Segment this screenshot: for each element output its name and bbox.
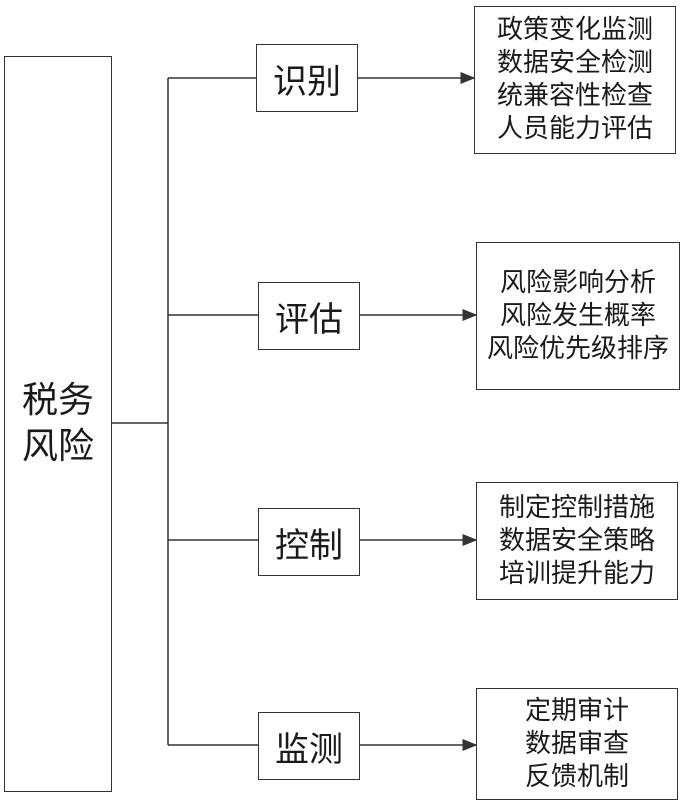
detail-item: 数据审查 xyxy=(524,728,629,759)
detail-item: 风险发生概率 xyxy=(499,300,656,331)
stage-node-jiance: 监测 xyxy=(258,712,360,780)
detail-box-kongzhi: 制定控制措施 数据安全策略 培训提升能力 xyxy=(476,482,678,600)
detail-item: 风险优先级排序 xyxy=(486,333,669,364)
detail-item: 培训提升能力 xyxy=(498,558,655,589)
root-label-line-1: 税务 xyxy=(21,380,94,421)
stage-label: 识别 xyxy=(273,61,341,102)
detail-box-shibie: 政策变化监测 数据安全检测 统兼容性检查 人员能力评估 xyxy=(474,6,676,154)
detail-item: 反馈机制 xyxy=(524,761,629,792)
detail-item: 定期审计 xyxy=(524,695,629,726)
root-label-line-2: 风险 xyxy=(21,426,94,467)
stage-label: 控制 xyxy=(275,525,343,566)
detail-item: 政策变化监测 xyxy=(496,15,653,45)
detail-item: 统兼容性检查 xyxy=(496,81,653,111)
stage-label: 评估 xyxy=(275,299,343,340)
stage-label: 监测 xyxy=(275,729,343,770)
root-node-tax-risk: 税务 风险 xyxy=(4,56,112,792)
detail-box-pinggu: 风险影响分析 风险发生概率 风险优先级排序 xyxy=(476,242,680,390)
detail-box-jiance: 定期审计 数据审查 反馈机制 xyxy=(476,688,678,800)
detail-item: 数据安全检测 xyxy=(496,48,653,78)
detail-item: 制定控制措施 xyxy=(498,492,655,523)
detail-item: 数据安全策略 xyxy=(498,525,655,556)
detail-item: 人员能力评估 xyxy=(496,114,653,144)
stage-node-kongzhi: 控制 xyxy=(258,508,360,576)
detail-item: 风险影响分析 xyxy=(499,267,656,298)
stage-node-shibie: 识别 xyxy=(256,44,358,112)
stage-node-pinggu: 评估 xyxy=(258,282,360,350)
